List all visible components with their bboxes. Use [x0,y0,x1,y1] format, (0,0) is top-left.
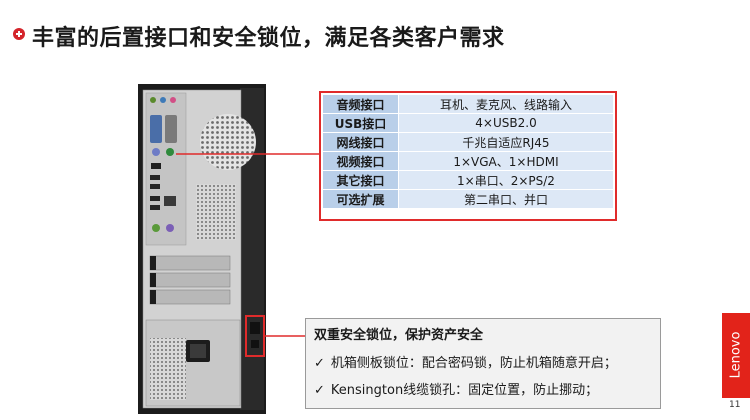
security-item-text: 机箱侧板锁位：配合密码锁，防止机箱随意开启； [330,356,617,371]
security-item-text: Kensington线缆锁孔：固定位置，防止挪动； [330,383,599,398]
check-icon: ✓ [314,383,325,398]
slide-title: 丰富的后置接口和安全锁位，满足各类客户需求 [32,26,505,51]
lenovo-logo: Lenovo [722,313,750,398]
table-row: 可选扩展 第二串口、并口 [322,189,614,209]
port-value-cell: 4×USB2.0 [398,113,614,133]
brand-text: Lenovo [728,331,744,379]
port-type-cell: 视频接口 [322,151,399,171]
table-row: 视频接口 1×VGA、1×HDMI [322,151,614,171]
check-icon: ✓ [314,356,325,371]
security-lock-callout: 双重安全锁位，保护资产安全 ✓ 机箱侧板锁位：配合密码锁，防止机箱随意开启； ✓ K… [305,318,661,409]
port-value-cell: 1×VGA、1×HDMI [398,151,614,171]
port-spec-table: 音频接口 耳机、麦克风、线路输入 USB接口 4×USB2.0 网线接口 千兆自… [322,94,614,209]
security-item: ✓ Kensington线缆锁孔：固定位置，防止挪动； [314,379,598,398]
port-type-cell: 音频接口 [322,94,399,114]
port-value-cell: 第二串口、并口 [398,189,614,209]
security-title: 双重安全锁位，保护资产安全 [314,328,484,343]
table-row: 音频接口 耳机、麦克风、线路输入 [322,94,614,114]
port-type-cell: 可选扩展 [322,189,399,209]
table-highlight-frame [319,91,617,221]
port-type-cell: 网线接口 [322,132,399,152]
plus-bullet-icon [13,28,25,40]
port-value-cell: 1×串口、2×PS/2 [398,170,614,190]
page-number: 11 [729,400,741,410]
table-row: USB接口 4×USB2.0 [322,113,614,133]
port-type-cell: USB接口 [322,113,399,133]
security-item: ✓ 机箱侧板锁位：配合密码锁，防止机箱随意开启； [314,352,617,371]
port-value-cell: 耳机、麦克风、线路输入 [398,94,614,114]
